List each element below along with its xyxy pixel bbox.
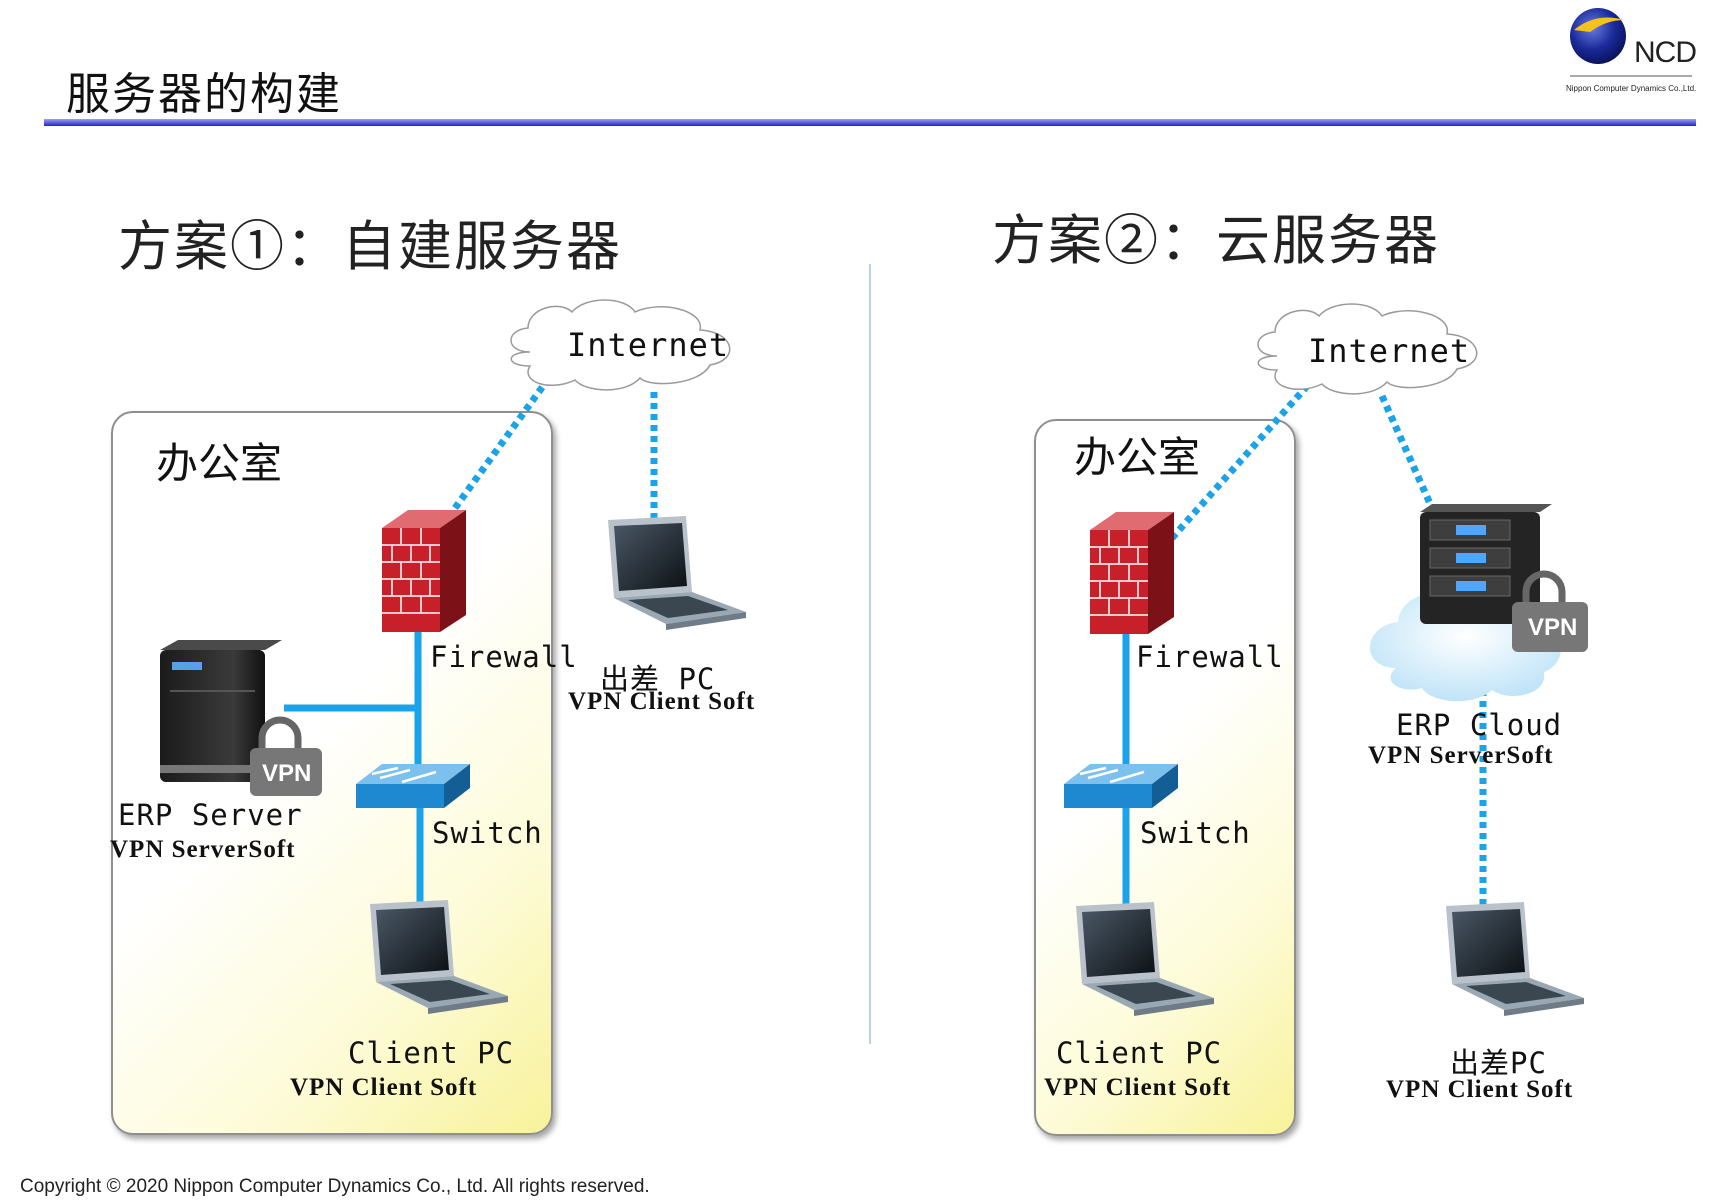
title-underline xyxy=(44,119,1696,126)
vpn-lock-left-icon xyxy=(250,716,322,796)
client-name-label-left: Client PC xyxy=(348,1036,515,1070)
logo-company: Nippon Computer Dynamics Co.,Ltd. xyxy=(1566,84,1697,93)
laptop-client-right-icon xyxy=(1076,902,1214,1016)
vpn-badge-left: VPN xyxy=(262,760,312,787)
page-title: 服务器的构建 xyxy=(66,69,342,120)
right-office-label: 办公室 xyxy=(1074,433,1201,482)
laptop-client-left-icon xyxy=(370,900,508,1014)
erp-server-icon xyxy=(160,640,282,782)
laptop-remote-left-icon xyxy=(608,516,746,630)
plan2-heading: 方案②：云服务器 xyxy=(992,209,1440,272)
client-soft-label-right: VPN Client Soft xyxy=(1044,1074,1232,1101)
laptop-remote-right-icon xyxy=(1446,902,1584,1016)
link-fw-internet-left xyxy=(452,379,549,511)
logo-text: NCD xyxy=(1634,36,1697,69)
internet-label-left: Internet xyxy=(567,326,730,364)
link-cloud-internet-right xyxy=(1378,394,1436,510)
firewall-left-icon xyxy=(382,510,466,632)
switch-label-left: Switch xyxy=(432,816,543,850)
link-fw-internet-right xyxy=(1169,382,1311,541)
left-office-label: 办公室 xyxy=(156,439,283,488)
copyright: Copyright © 2020 Nippon Computer Dynamic… xyxy=(20,1176,650,1197)
internet-cloud-right-icon xyxy=(1257,303,1478,395)
remote-soft-label-left: VPN Client Soft xyxy=(568,688,756,715)
cloud-name-label: ERP Cloud xyxy=(1396,708,1563,742)
switch-right-icon xyxy=(1064,764,1178,808)
divider xyxy=(869,264,871,1044)
firewall-label-left: Firewall xyxy=(430,640,578,674)
vpn-lock-right-icon xyxy=(1512,570,1588,652)
switch-label-right: Switch xyxy=(1140,816,1251,850)
switch-left-icon xyxy=(356,764,470,808)
remote-name-label-right: 出差PC xyxy=(1450,1046,1547,1080)
logo-globe-icon xyxy=(1570,8,1692,77)
internet-label-right: Internet xyxy=(1308,332,1471,370)
vpn-badge-right: VPN xyxy=(1528,614,1578,641)
firewall-right-icon xyxy=(1090,512,1174,634)
server-name-label: ERP Server xyxy=(118,798,303,832)
client-name-label-right: Client PC xyxy=(1056,1036,1223,1070)
ncd-logo: NCD Nippon Computer Dynamics Co.,Ltd. xyxy=(1566,6,1697,96)
plan1-heading: 方案①：自建服务器 xyxy=(118,215,622,278)
server-soft-label: VPN ServerSoft xyxy=(110,836,296,863)
remote-soft-label-right: VPN Client Soft xyxy=(1386,1076,1574,1103)
cloud-soft-label: VPN ServerSoft xyxy=(1368,742,1554,769)
internet-cloud-left-icon xyxy=(510,299,731,391)
client-soft-label-left: VPN Client Soft xyxy=(290,1074,478,1101)
firewall-label-right: Firewall xyxy=(1136,640,1284,674)
remote-name-label-left: 出差 PC xyxy=(600,662,716,696)
